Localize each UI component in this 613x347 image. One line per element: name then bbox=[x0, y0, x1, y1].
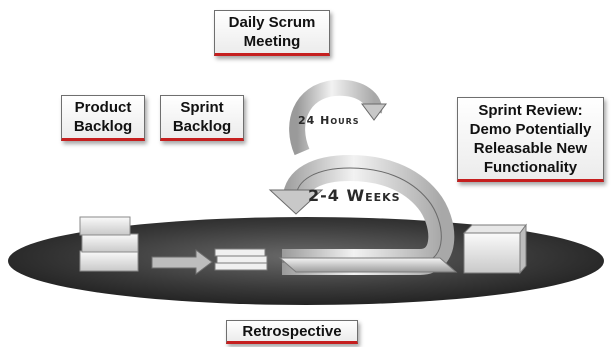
weeks-label: 2-4 Weeks bbox=[308, 186, 401, 205]
retrospective-box: Retrospective bbox=[226, 320, 358, 344]
sprint-backlog-box: Sprint Backlog bbox=[160, 95, 244, 141]
sprint-cycle-arrow-edge bbox=[282, 167, 442, 263]
daily-scrum-box: Daily Scrum Meeting bbox=[214, 10, 330, 56]
daily-cycle-arrowhead bbox=[361, 103, 387, 121]
hours-label: 24 Hours bbox=[298, 114, 360, 127]
sprint-review-box: Sprint Review: Demo Potentially Releasab… bbox=[457, 97, 604, 182]
product-backlog-stack bbox=[79, 216, 139, 272]
sprint-output-band bbox=[278, 257, 458, 273]
sprint-backlog-stack bbox=[214, 248, 268, 271]
increment-box bbox=[462, 223, 527, 275]
sprint-cycle-arrowhead bbox=[268, 189, 324, 215]
backlog-transfer-arrow bbox=[151, 249, 213, 275]
product-backlog-box: Product Backlog bbox=[61, 95, 145, 141]
daily-cycle-arrow bbox=[289, 79, 383, 156]
